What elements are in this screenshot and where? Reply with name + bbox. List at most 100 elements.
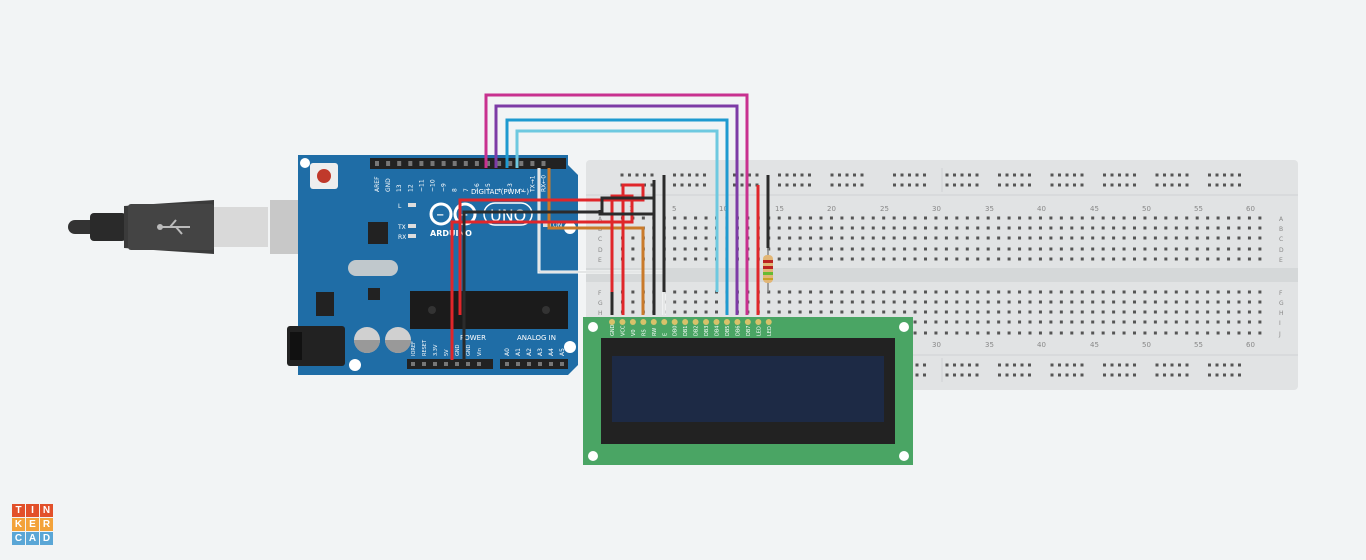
breadboard-hole[interactable] [882, 290, 886, 294]
breadboard-hole[interactable] [1018, 216, 1022, 220]
lcd-pin[interactable] [692, 319, 699, 325]
breadboard-hole[interactable] [1112, 300, 1116, 304]
breadboard-hole[interactable] [1185, 226, 1189, 230]
jumper-wires[interactable] [450, 93, 770, 360]
rail-hole[interactable] [1185, 373, 1189, 377]
breadboard-hole[interactable] [1101, 320, 1105, 324]
breadboard-hole[interactable] [1091, 300, 1095, 304]
breadboard-hole[interactable] [1049, 216, 1053, 220]
rail-hole[interactable] [1215, 373, 1219, 377]
rail-hole[interactable] [1215, 363, 1219, 367]
breadboard-hole[interactable] [1237, 236, 1241, 240]
rail-hole[interactable] [620, 173, 624, 177]
breadboard-hole[interactable] [694, 236, 698, 240]
breadboard-hole[interactable] [1153, 216, 1157, 220]
rail-hole[interactable] [1223, 363, 1226, 367]
breadboard-hole[interactable] [1080, 310, 1084, 314]
breadboard-hole[interactable] [1070, 320, 1074, 324]
breadboard-hole[interactable] [1038, 216, 1042, 220]
rail-hole[interactable] [680, 173, 684, 177]
breadboard-hole[interactable] [673, 216, 677, 220]
rail-hole[interactable] [998, 363, 1001, 367]
breadboard-hole[interactable] [840, 247, 844, 251]
breadboard-hole[interactable] [788, 257, 792, 261]
power-pin[interactable] [433, 362, 437, 366]
breadboard-hole[interactable] [1038, 247, 1042, 251]
rail-hole[interactable] [1215, 183, 1219, 187]
breadboard-hole[interactable] [1143, 300, 1147, 304]
rail-hole[interactable] [1058, 183, 1061, 187]
power-pin[interactable] [466, 362, 470, 366]
breadboard-hole[interactable] [976, 320, 980, 324]
breadboard-hole[interactable] [809, 300, 813, 304]
breadboard-hole[interactable] [892, 257, 896, 261]
lcd-pin[interactable] [765, 319, 772, 325]
breadboard-hole[interactable] [673, 247, 677, 251]
breadboard-hole[interactable] [673, 236, 677, 240]
breadboard-hole[interactable] [704, 310, 708, 314]
breadboard-hole[interactable] [997, 236, 1001, 240]
breadboard-hole[interactable] [819, 290, 823, 294]
breadboard-hole[interactable] [1143, 310, 1147, 314]
breadboard-hole[interactable] [1133, 247, 1136, 251]
breadboard-hole[interactable] [1101, 300, 1105, 304]
rail-hole[interactable] [748, 173, 751, 177]
digital-pin[interactable] [452, 161, 457, 166]
breadboard-hole[interactable] [924, 216, 927, 220]
lcd-pin[interactable] [671, 319, 678, 325]
breadboard-hole[interactable] [1174, 236, 1178, 240]
rail-hole[interactable] [900, 173, 904, 177]
breadboard-hole[interactable] [1101, 331, 1105, 335]
breadboard-hole[interactable] [1070, 226, 1074, 230]
analog-pin[interactable] [505, 362, 509, 366]
rail-hole[interactable] [673, 183, 676, 187]
breadboard-hole[interactable] [1164, 257, 1168, 261]
rail-hole[interactable] [778, 173, 781, 177]
rail-hole[interactable] [1050, 373, 1054, 377]
breadboard-hole[interactable] [903, 236, 907, 240]
breadboard-hole[interactable] [882, 226, 886, 230]
analog-pin-header[interactable] [500, 359, 568, 369]
breadboard-hole[interactable] [1101, 247, 1105, 251]
breadboard-hole[interactable] [1227, 300, 1231, 304]
rail-hole[interactable] [1133, 183, 1136, 187]
rail-hole[interactable] [853, 183, 856, 187]
breadboard-hole[interactable] [767, 310, 771, 314]
rail-hole[interactable] [1230, 183, 1234, 187]
breadboard-hole[interactable] [976, 300, 980, 304]
rail-hole[interactable] [1125, 363, 1129, 367]
breadboard-hole[interactable] [997, 331, 1001, 335]
breadboard-hole[interactable] [1237, 247, 1241, 251]
lcd-pin[interactable] [713, 319, 720, 325]
breadboard-hole[interactable] [1206, 257, 1210, 261]
power-pin[interactable] [477, 362, 481, 366]
rail-hole[interactable] [915, 363, 919, 367]
breadboard-hole[interactable] [986, 320, 990, 324]
rail-hole[interactable] [1238, 183, 1241, 187]
breadboard-hole[interactable] [1185, 310, 1189, 314]
rail-hole[interactable] [695, 173, 699, 177]
breadboard-hole[interactable] [1133, 331, 1136, 335]
breadboard-hole[interactable] [892, 216, 896, 220]
breadboard-hole[interactable] [1091, 247, 1095, 251]
breadboard-hole[interactable] [850, 216, 854, 220]
breadboard-hole[interactable] [1112, 236, 1116, 240]
rail-hole[interactable] [793, 183, 796, 187]
rail-hole[interactable] [1155, 363, 1159, 367]
breadboard-hole[interactable] [673, 257, 677, 261]
breadboard-hole[interactable] [913, 290, 917, 294]
breadboard-hole[interactable] [944, 226, 948, 230]
breadboard-hole[interactable] [715, 300, 718, 304]
breadboard-hole[interactable] [631, 310, 635, 314]
breadboard-hole[interactable] [1070, 257, 1074, 261]
rail-hole[interactable] [800, 173, 804, 177]
breadboard-hole[interactable] [809, 257, 813, 261]
breadboard-hole[interactable] [903, 290, 907, 294]
breadboard-hole[interactable] [1018, 257, 1022, 261]
rail-hole[interactable] [748, 183, 751, 187]
power-pin[interactable] [444, 362, 448, 366]
breadboard-hole[interactable] [1153, 247, 1157, 251]
breadboard-hole[interactable] [1195, 320, 1199, 324]
rail-hole[interactable] [785, 173, 789, 177]
